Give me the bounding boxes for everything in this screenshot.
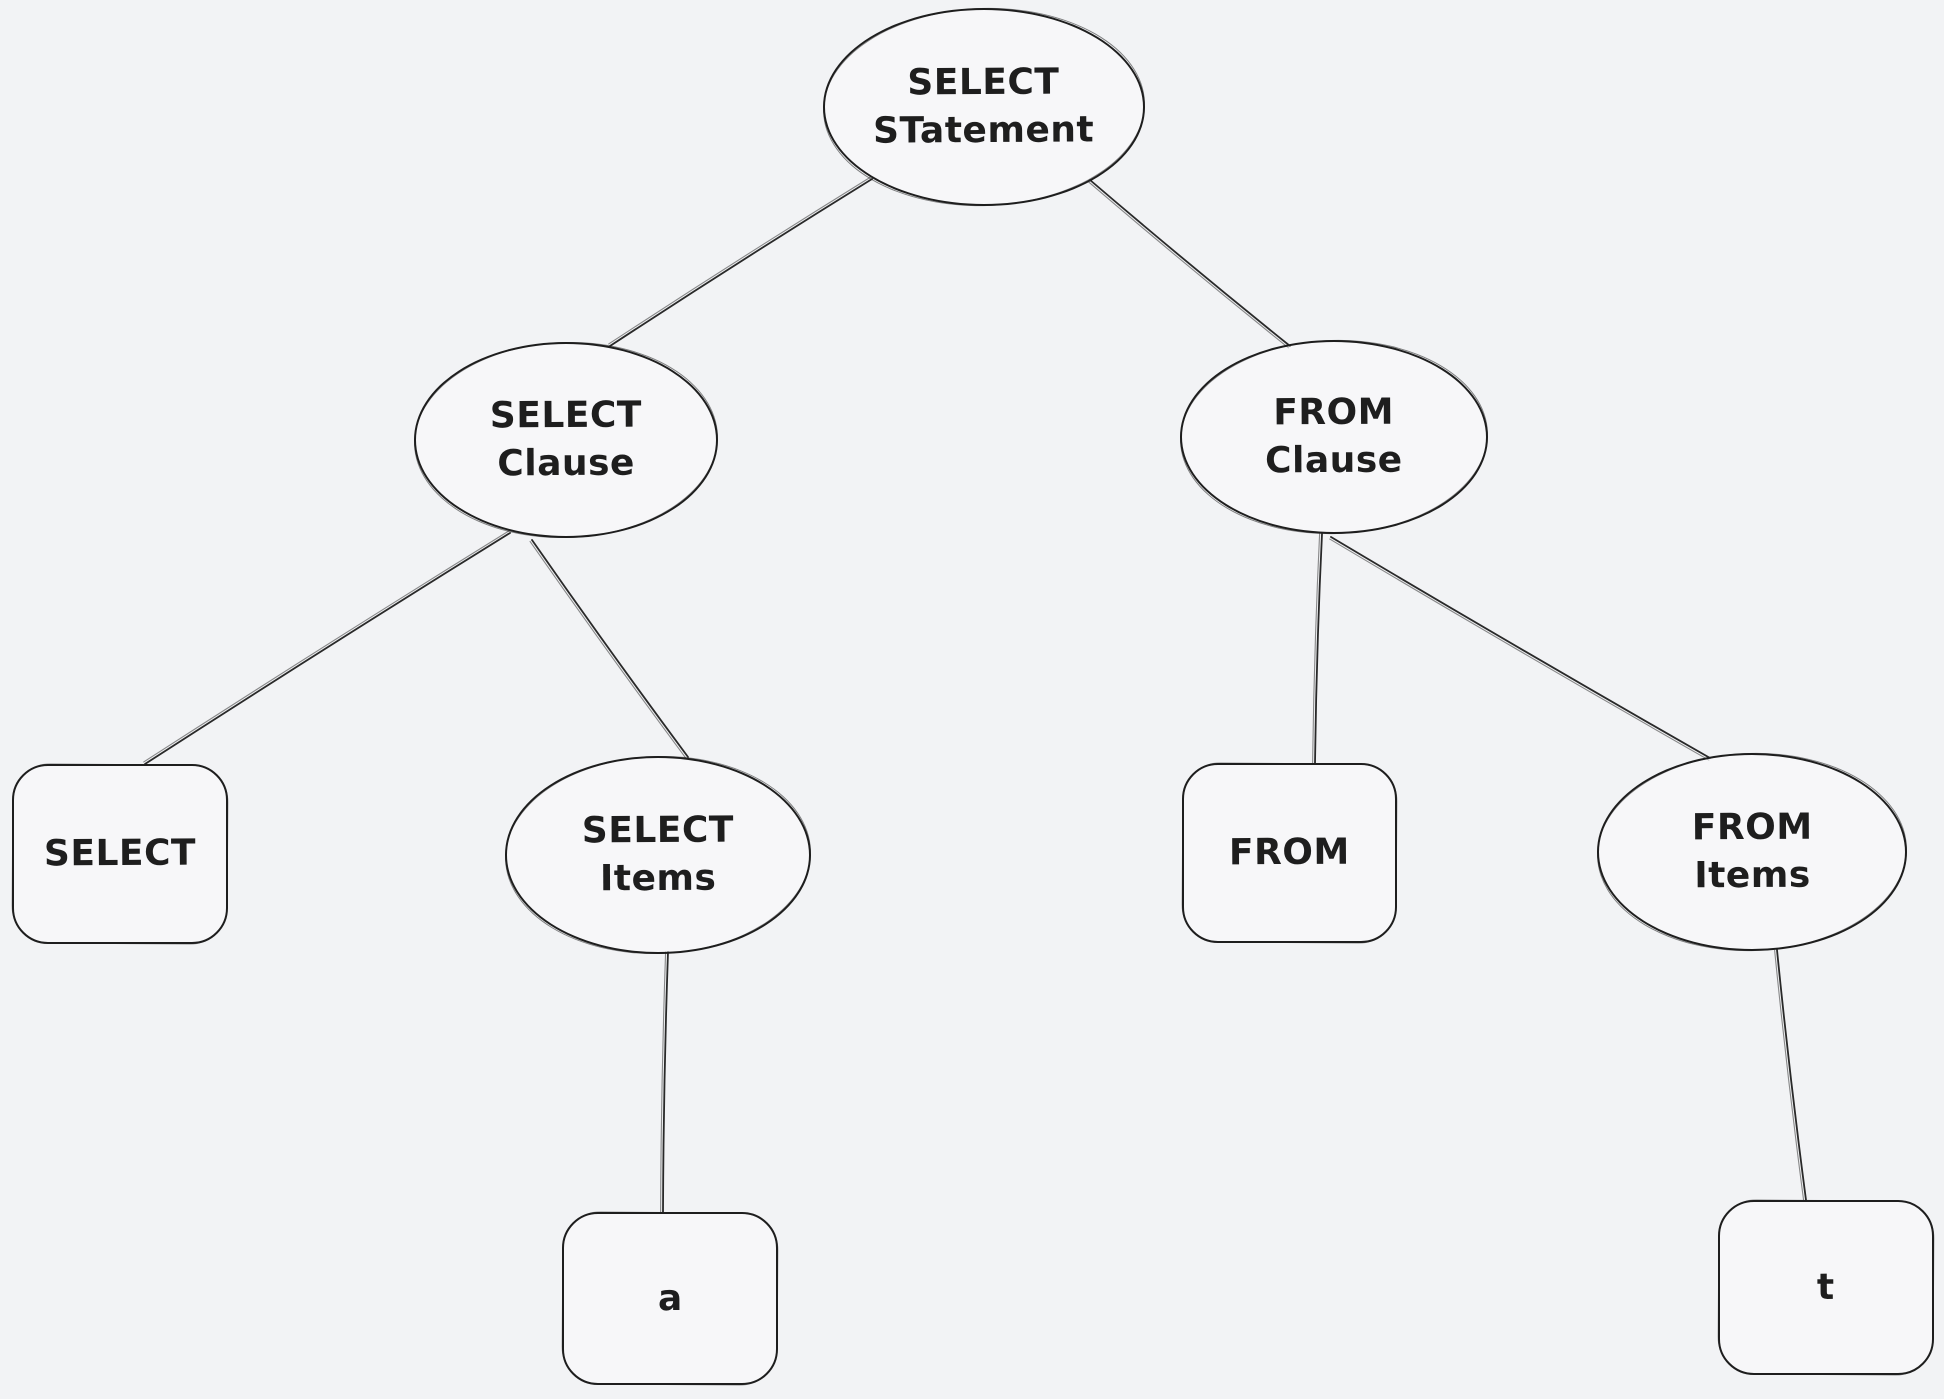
node-label-from-keyword: FROM [1229,831,1350,874]
node-from-keyword: FROM [1182,763,1397,943]
edge-statement-to-select-clause [609,178,873,347]
node-select-statement: SELECT STatement [823,8,1145,206]
node-label-select-items: SELECT Items [581,810,734,900]
node-label-select-clause: SELECT Clause [489,395,642,485]
node-label-select-statement: SELECT STatement [873,62,1095,152]
edge-from-clause-to-items [1330,536,1711,759]
edge-from-items-to-t [1776,949,1807,1201]
edge-statement-to-select-clause [608,176,872,345]
node-leaf-t: t [1718,1200,1934,1375]
node-label-select-keyword: SELECT [43,832,197,875]
edge-select-clause-to-items [529,540,687,759]
edge-from-clause-to-keyword [1314,533,1323,764]
edge-statement-to-from-clause [1087,181,1290,349]
node-label-leaf-t: t [1817,1266,1835,1308]
edge-select-clause-to-items [531,539,689,758]
node-from-clause: FROM Clause [1180,340,1488,534]
edge-select-clause-to-keyword [144,532,511,765]
edge-from-items-to-t [1774,949,1805,1201]
edge-select-clause-to-keyword [143,530,510,763]
node-leaf-a: a [562,1212,778,1385]
edge-from-clause-to-items [1329,538,1710,761]
edge-from-clause-to-keyword [1312,533,1321,764]
node-select-keyword: SELECT [12,764,228,944]
node-label-leaf-a: a [657,1277,683,1319]
edge-select-items-to-a [662,951,669,1213]
node-from-items: FROM Items [1597,753,1907,951]
node-select-items: SELECT Items [505,756,811,954]
node-label-from-items: FROM Items [1691,807,1813,897]
edge-select-items-to-a [660,951,667,1213]
node-select-clause: SELECT Clause [414,342,718,538]
node-label-from-clause: FROM Clause [1265,392,1403,482]
edge-statement-to-from-clause [1089,179,1291,347]
